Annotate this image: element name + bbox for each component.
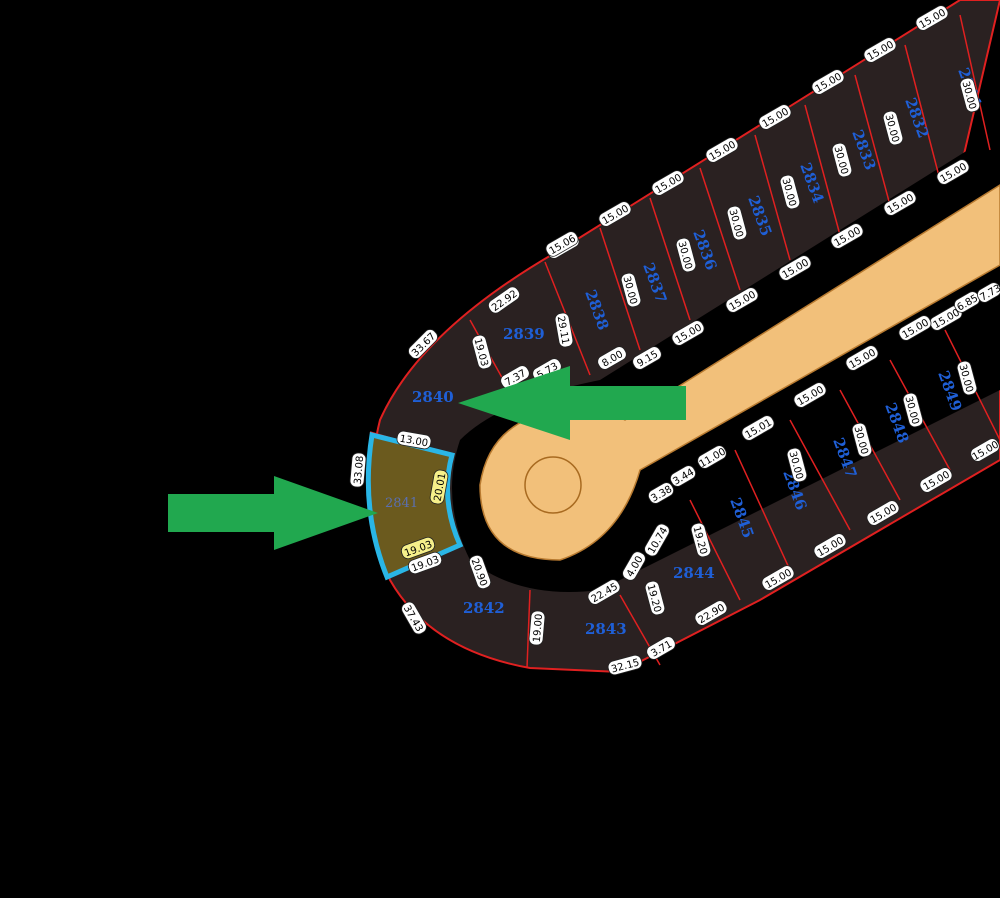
lot-label: 2844 xyxy=(673,564,715,582)
cul-de-sac-center xyxy=(524,456,582,514)
dimension-label: 13.00 xyxy=(399,434,429,450)
lot-label: 2839 xyxy=(503,325,545,343)
dimension-label: 19.00 xyxy=(532,613,545,642)
dimension-label: 33.08 xyxy=(353,455,366,484)
lot-label-selected: 2841 xyxy=(385,496,418,511)
pointer-arrow-left xyxy=(458,366,686,440)
dimension-label: 29.11 xyxy=(555,315,571,345)
lot-label: 2843 xyxy=(585,620,627,638)
dimension-label: 20.01 xyxy=(433,472,449,502)
pointer-arrow-right xyxy=(168,476,378,550)
lot-label: 2842 xyxy=(463,599,505,617)
lot-label: 2840 xyxy=(412,388,454,406)
